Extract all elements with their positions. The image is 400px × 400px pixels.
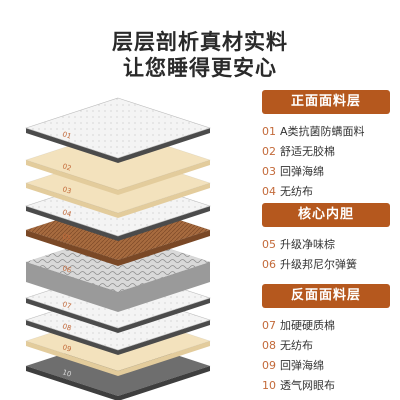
subheadline: 让您睡得更安心 xyxy=(123,56,277,80)
item-number: 01 xyxy=(262,125,276,138)
layer-edge xyxy=(26,262,210,312)
section-3: 反面面料层 07 加硬硬质棉 08 无纺布 09 回弹海绵 10 透气网眼布 xyxy=(262,284,390,396)
layer-edge xyxy=(26,366,210,400)
item-text: A类抗菌防螨面料 xyxy=(280,125,365,138)
layer-label: 01 xyxy=(61,130,72,140)
item-number: 02 xyxy=(262,145,276,158)
layer-01: 01 xyxy=(25,97,211,163)
section-2: 核心内胆 05 升级净味棕 06 升级邦尼尔弹簧 xyxy=(262,203,390,275)
layer-label: 05 xyxy=(61,232,72,242)
list-item: 06 升级邦尼尔弹簧 xyxy=(262,255,390,275)
section-items: 01 A类抗菌防螨面料 02 舒适无胶棉 03 回弹海绵 04 无纺布 xyxy=(262,122,390,202)
item-number: 08 xyxy=(262,339,276,352)
section-title: 正面面料层 xyxy=(262,90,390,114)
layer-label: 08 xyxy=(61,322,72,332)
layer-label: 06 xyxy=(61,264,72,275)
item-number: 09 xyxy=(262,359,276,372)
section-1: 正面面料层 01 A类抗菌防螨面料 02 舒适无胶棉 03 回弹海绵 04 无纺布 xyxy=(262,90,390,202)
list-item: 03 回弹海绵 xyxy=(262,162,390,182)
item-text: 加硬硬质棉 xyxy=(280,319,335,332)
item-number: 07 xyxy=(262,319,276,332)
layer-label: 09 xyxy=(61,343,72,353)
item-number: 05 xyxy=(262,238,276,251)
list-item: 05 升级净味棕 xyxy=(262,235,390,255)
item-text: 无纺布 xyxy=(280,185,313,198)
list-item: 02 舒适无胶棉 xyxy=(262,142,390,162)
list-item: 07 加硬硬质棉 xyxy=(262,316,390,336)
layer-face xyxy=(25,97,211,159)
layer-label: 03 xyxy=(61,185,72,195)
list-item: 09 回弹海绵 xyxy=(262,356,390,376)
item-text: 升级净味棕 xyxy=(280,238,335,251)
section-items: 07 加硬硬质棉 08 无纺布 09 回弹海绵 10 透气网眼布 xyxy=(262,316,390,396)
item-text: 舒适无胶棉 xyxy=(280,145,335,158)
headline: 层层剖析真材实料 xyxy=(112,30,288,54)
section-title: 反面面料层 xyxy=(262,284,390,308)
list-item: 01 A类抗菌防螨面料 xyxy=(262,122,390,142)
item-text: 无纺布 xyxy=(280,339,313,352)
layer-label: 07 xyxy=(61,300,72,310)
item-text: 透气网眼布 xyxy=(280,379,335,392)
section-items: 05 升级净味棕 06 升级邦尼尔弹簧 xyxy=(262,235,390,275)
layer-label: 10 xyxy=(61,368,72,378)
item-number: 03 xyxy=(262,165,276,178)
item-number: 10 xyxy=(262,379,276,392)
item-number: 06 xyxy=(262,258,276,271)
item-text: 回弹海绵 xyxy=(280,165,324,178)
layer-label: 04 xyxy=(61,208,72,219)
item-text: 升级邦尼尔弹簧 xyxy=(280,258,357,271)
layer-label: 02 xyxy=(61,162,72,172)
list-item: 10 透气网眼布 xyxy=(262,376,390,396)
item-number: 04 xyxy=(262,185,276,198)
layer-edge xyxy=(26,230,210,266)
section-title: 核心内胆 xyxy=(262,203,390,227)
list-item: 04 无纺布 xyxy=(262,182,390,202)
item-text: 回弹海绵 xyxy=(280,359,324,372)
list-item: 08 无纺布 xyxy=(262,336,390,356)
